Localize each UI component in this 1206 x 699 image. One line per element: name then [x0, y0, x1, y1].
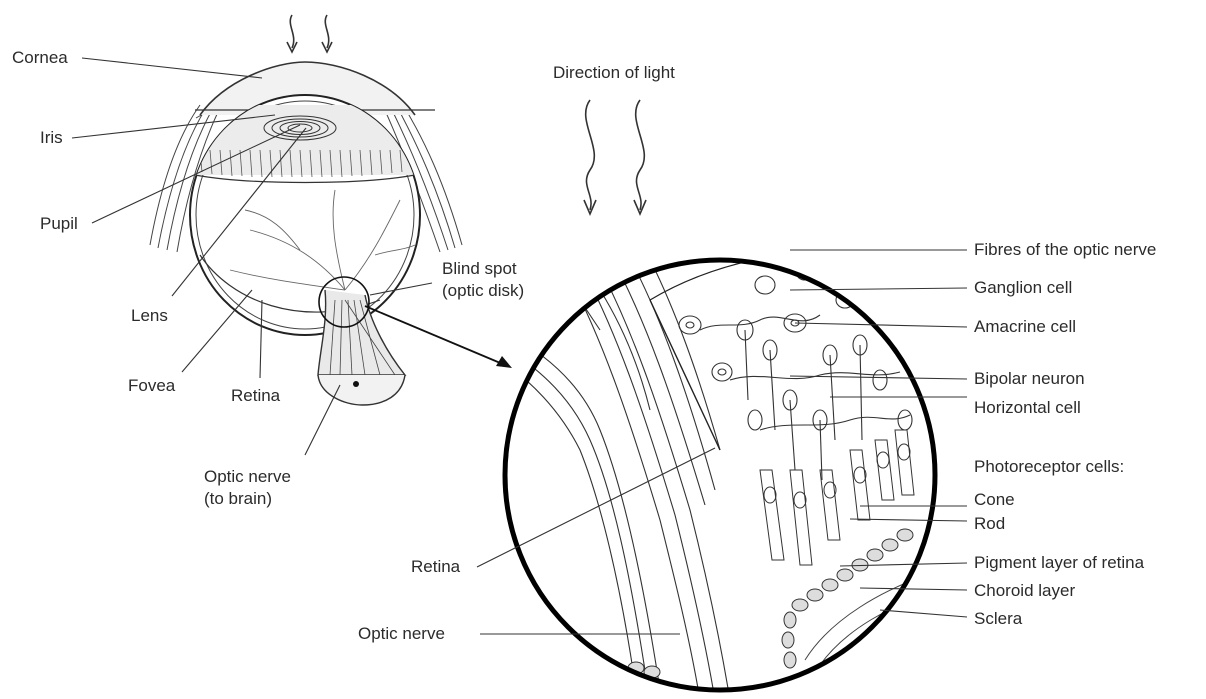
- label-fibres-optic-nerve: Fibres of the optic nerve: [974, 239, 1156, 261]
- label-bipolar-neuron: Bipolar neuron: [974, 368, 1085, 390]
- label-rod: Rod: [974, 513, 1005, 535]
- label-pupil: Pupil: [40, 213, 78, 235]
- label-lens: Lens: [131, 305, 168, 327]
- label-direction-of-light: Direction of light: [553, 62, 675, 84]
- label-choroid-layer: Choroid layer: [974, 580, 1075, 602]
- label-cornea: Cornea: [12, 47, 68, 69]
- label-optic-nerve-brain: Optic nerve (to brain): [204, 466, 291, 510]
- label-amacrine-cell: Amacrine cell: [974, 316, 1076, 338]
- light-arrows-direction: [584, 100, 646, 214]
- label-photoreceptor-cells: Photoreceptor cells:: [974, 456, 1124, 478]
- label-cone: Cone: [974, 489, 1015, 511]
- label-optic-nerve-detail: Optic nerve: [358, 623, 445, 645]
- label-retina-eye: Retina: [231, 385, 280, 407]
- label-retina-detail: Retina: [411, 556, 460, 578]
- eyeball-illustration: [150, 62, 462, 405]
- label-iris: Iris: [40, 127, 63, 149]
- label-fovea: Fovea: [128, 375, 175, 397]
- label-ganglion-cell: Ganglion cell: [974, 277, 1072, 299]
- label-blind-spot: Blind spot (optic disk): [442, 258, 524, 302]
- label-horizontal-cell: Horizontal cell: [974, 397, 1081, 419]
- label-sclera: Sclera: [974, 608, 1022, 630]
- magnified-retina: [500, 240, 940, 699]
- label-pigment-layer: Pigment layer of retina: [974, 552, 1144, 574]
- light-arrows-eye: [287, 15, 332, 52]
